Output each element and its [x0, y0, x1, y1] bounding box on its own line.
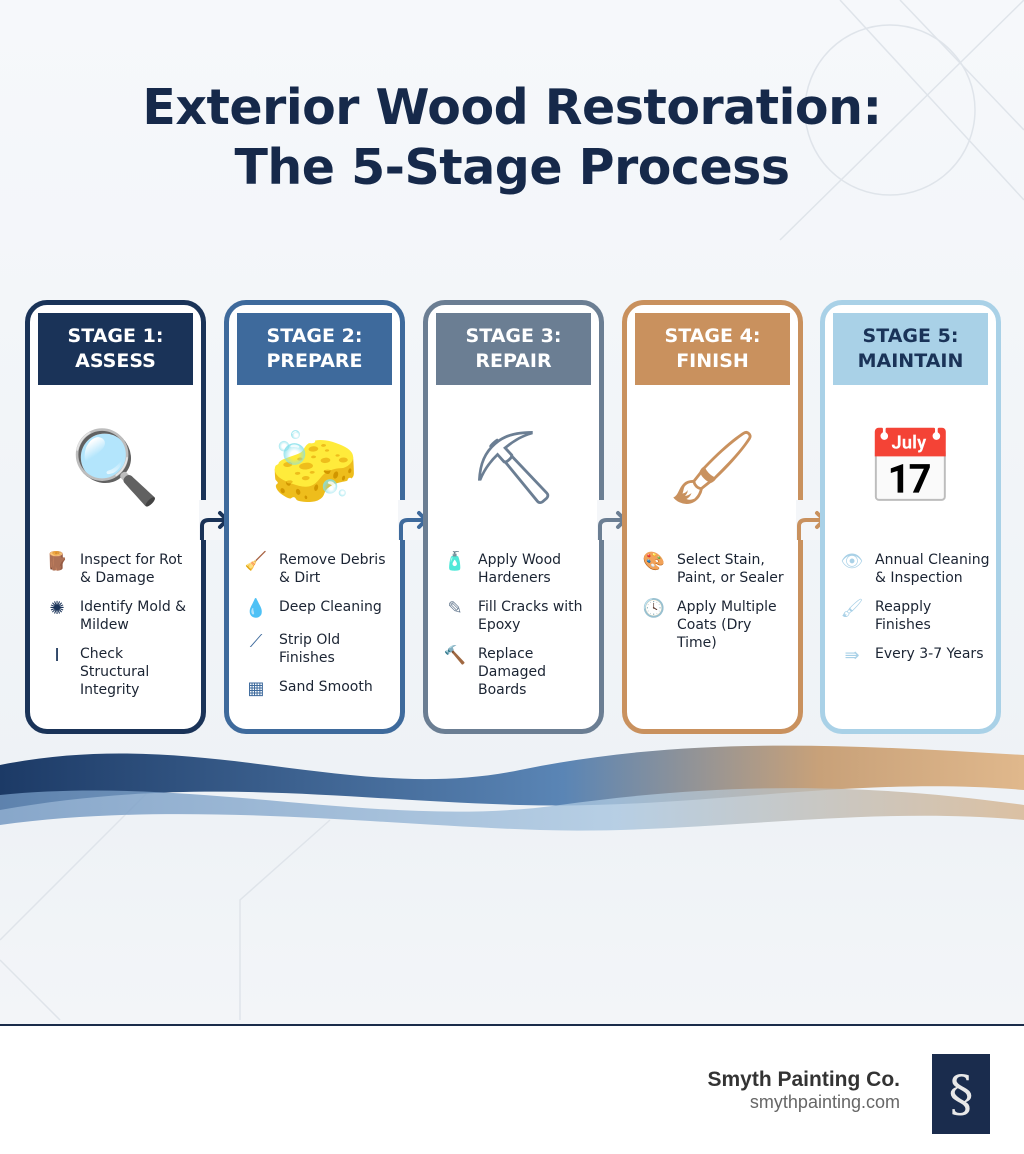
stage-card-5: STAGE 5:MAINTAIN 📅 👁Annual Cleaning & Ins… — [820, 300, 1001, 734]
list-item: ✺Identify Mold & Mildew — [42, 598, 195, 634]
stage-card-4: STAGE 4:FINISH 🖌 🎨Select Stain, Paint, or… — [622, 300, 803, 734]
eye-icon: 👁 — [840, 551, 864, 572]
beam-icon: Ⅰ — [54, 645, 60, 666]
stage-card-2: STAGE 2:PREPARE 🧽 🧹Remove Debris & Dirt 💧D… — [224, 300, 405, 734]
list-item: 🧹Remove Debris & Dirt — [241, 551, 394, 587]
company-website[interactable]: smythpainting.com — [749, 1092, 900, 1112]
sandpaper-icon: ▦ — [247, 678, 265, 699]
calendar-sponge-icon: 📅 — [865, 425, 956, 509]
stage-header: STAGE 4:FINISH — [635, 313, 790, 385]
list-item: ⇛Every 3-7 Years — [837, 645, 990, 667]
page-title: Exterior Wood Restoration:The 5-Stage Pr… — [142, 79, 882, 196]
epoxy-tube-icon: ✎ — [447, 598, 463, 619]
water-drop-icon: 💧 — [244, 598, 268, 619]
list-item: 🕓Apply Multiple Coats (Dry Time) — [639, 598, 792, 652]
trowel-crack-icon: ⛏ — [467, 425, 560, 509]
palette-icon: 🎨 — [642, 551, 666, 572]
bottle-icon: 🧴 — [443, 551, 467, 572]
list-item: 🎨Select Stain, Paint, or Sealer — [639, 551, 792, 587]
paintbrush-icon: 🖌 — [666, 425, 759, 509]
list-item: 🪵Inspect for Rot & Damage — [42, 551, 195, 587]
list-item: 💧Deep Cleaning — [241, 598, 394, 620]
list-item: 👁Annual Cleaning & Inspection — [837, 551, 990, 587]
stage-header: STAGE 3:REPAIR — [436, 313, 591, 385]
hammer-icon: 🔨 — [443, 645, 467, 666]
list-item: ▦Sand Smooth — [241, 678, 394, 700]
mold-icon: ✺ — [49, 598, 65, 619]
company-name: Smyth Painting Co. — [707, 1068, 900, 1091]
broken-board-icon: 🪵 — [45, 551, 69, 572]
stage-header: STAGE 5:MAINTAIN — [833, 313, 988, 385]
clock-icon: 🕓 — [642, 598, 666, 619]
stage-header: STAGE 1:ASSESS — [38, 313, 193, 385]
company-logo: § — [932, 1054, 990, 1134]
broom-icon: 🧹 — [244, 551, 268, 572]
list-item: 🧴Apply Wood Hardeners — [440, 551, 593, 587]
stage-card-3: STAGE 3:REPAIR ⛏ 🧴Apply Wood Hardeners ✎Fi… — [423, 300, 604, 734]
brush-icon: 🖌 — [840, 598, 864, 619]
magnifier-wood-icon: 🔍 — [70, 425, 161, 509]
pressure-washer-icon: 🧽 — [269, 425, 360, 509]
brand: Smyth Painting Co. smythpainting.com — [707, 1068, 900, 1113]
list-item: 🔨Replace Damaged Boards — [440, 645, 593, 699]
decorative-wave — [0, 745, 1024, 831]
scraper-icon: ⟋ — [249, 631, 263, 652]
stage-header: STAGE 2:PREPARE — [237, 313, 392, 385]
footer: Smyth Painting Co. smythpainting.com § — [0, 1024, 1024, 1154]
list-item: ✎Fill Cracks with Epoxy — [440, 598, 593, 634]
arrows-icon: ⇛ — [844, 645, 860, 666]
stage-card-1: STAGE 1:ASSESS 🔍 🪵Inspect for Rot & Damag… — [25, 300, 206, 734]
list-item: 🖌Reapply Finishes — [837, 598, 990, 634]
list-item: ⟋Strip Old Finishes — [241, 631, 394, 667]
